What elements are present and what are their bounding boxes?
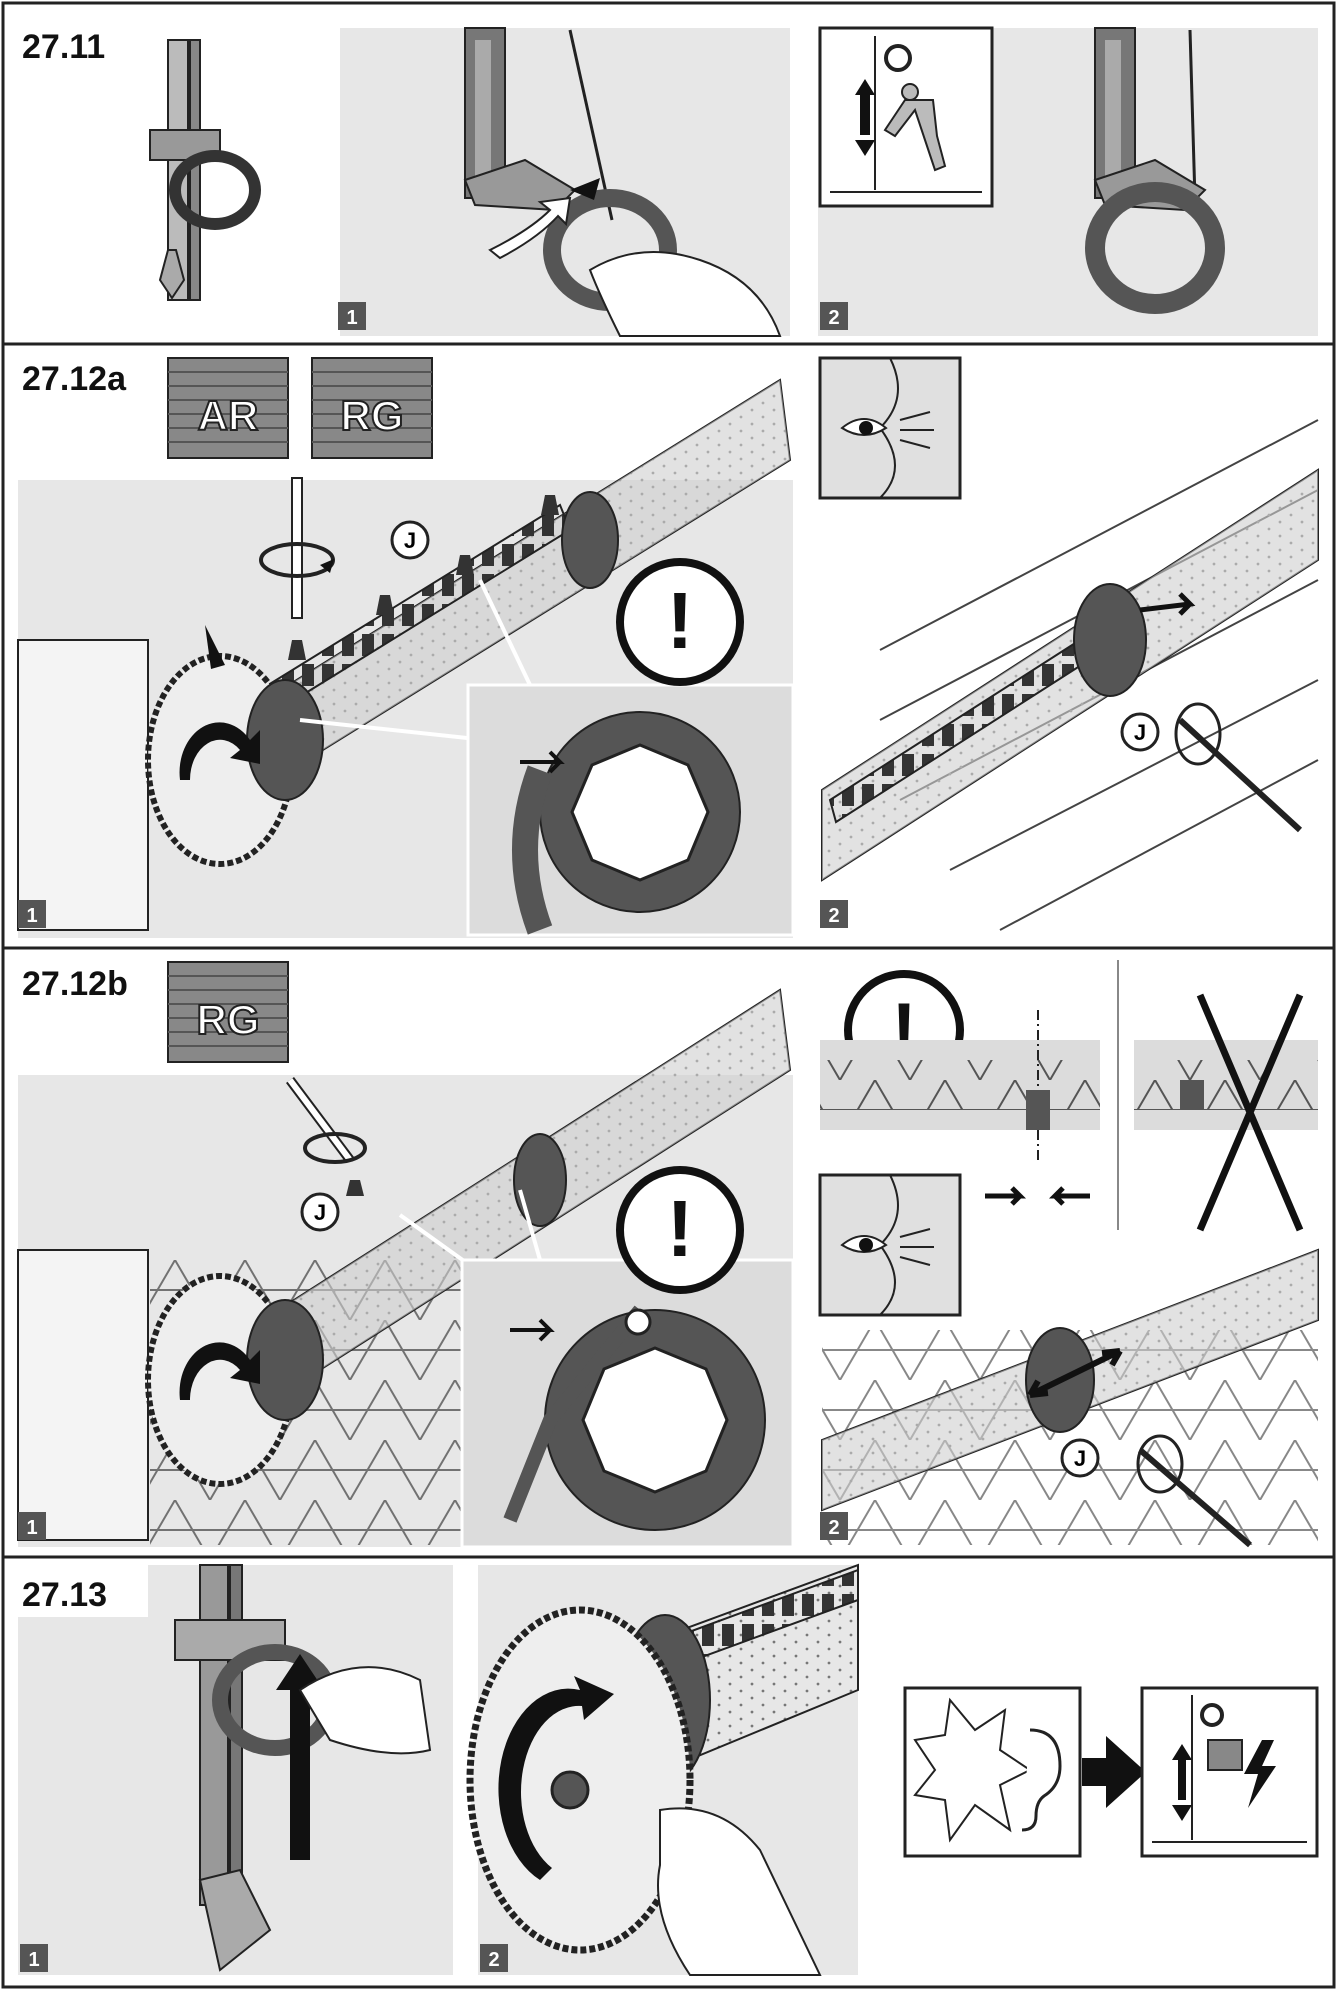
svg-text:2: 2 — [828, 1517, 839, 1539]
step-badge — [18, 900, 46, 928]
lightning-icon — [1244, 1740, 1276, 1808]
spring-clamp — [561, 491, 619, 589]
svg-text:J: J — [314, 1200, 326, 1225]
arrow-icon — [1027, 1348, 1123, 1398]
chain-lock-release — [174, 1564, 432, 1972]
person-icon — [883, 99, 947, 172]
rotate-arrow-icon — [498, 1676, 614, 1880]
spring-clamp — [1073, 583, 1147, 697]
section-27-12b: 27.12b RG J — [17, 955, 1319, 1549]
svg-text:RG: RG — [197, 996, 260, 1043]
arrow-icon — [520, 750, 565, 774]
spring-shaft-detail — [821, 468, 1319, 882]
door-type-rg: RG — [167, 961, 289, 1063]
svg-text:2: 2 — [828, 307, 839, 329]
right-arrow-icon — [1082, 1736, 1146, 1808]
section-label: 27.12a — [22, 360, 127, 398]
detail-inset — [299, 579, 795, 937]
up-down-arrow-icon — [1172, 1744, 1192, 1821]
chain-lock-step-2 — [1085, 27, 1225, 314]
hand-icon — [298, 1666, 432, 1755]
step-badge — [20, 1944, 48, 1972]
step-badge — [18, 1512, 46, 1540]
arrow-icon — [205, 625, 225, 669]
step-badge — [820, 1512, 848, 1540]
svg-text:1: 1 — [26, 1517, 37, 1539]
step-badge — [338, 302, 366, 330]
truss-wrong — [1134, 993, 1318, 1232]
up-down-arrow-icon — [855, 79, 875, 156]
screwdriver — [259, 477, 559, 660]
door-type-ar: AR — [167, 357, 289, 459]
screwdriver — [286, 1077, 367, 1196]
hand-icon — [588, 251, 782, 337]
step-badge — [480, 1944, 508, 1972]
svg-text:J: J — [1074, 1446, 1086, 1471]
ear-icon — [1021, 1728, 1062, 1832]
attention-symbol: ! — [616, 1166, 744, 1294]
screw-mark — [1120, 712, 1160, 752]
svg-text:J: J — [1134, 720, 1146, 745]
svg-text:!: ! — [667, 576, 694, 665]
section-label: 27.11 — [22, 28, 105, 66]
screw-mark — [390, 520, 430, 560]
door-type-rg: RG — [311, 357, 433, 459]
eye-symbol — [818, 356, 962, 500]
rotate-arrow-icon — [179, 1342, 260, 1400]
eye-symbol — [818, 1173, 962, 1317]
chain-lock-overview — [149, 39, 261, 301]
screw-mark — [300, 1192, 340, 1232]
noise-symbol — [903, 1686, 1082, 1858]
section-27-12a: 27.12a AR RG — [17, 350, 1319, 938]
section-label: 27.12b — [22, 965, 128, 1003]
cross-icon — [1196, 993, 1304, 1232]
chain-wheel-turn — [466, 1563, 859, 1976]
svg-text:2: 2 — [488, 1949, 499, 1971]
electric-symbol — [1140, 1686, 1319, 1858]
step-badge — [820, 900, 848, 928]
svg-text:1: 1 — [26, 905, 37, 927]
detail-inset — [398, 1189, 795, 1549]
up-arrow-icon — [276, 1654, 324, 1860]
arrow-icon — [1139, 592, 1196, 616]
attention-symbol: ! — [616, 558, 744, 686]
screw-mark — [1060, 1438, 1100, 1478]
rotate-arrow-icon — [179, 722, 260, 780]
svg-text:1: 1 — [28, 1949, 39, 1971]
spring-clamp — [513, 1133, 567, 1227]
section-label: 27.13 — [22, 1576, 107, 1614]
svg-text:J: J — [404, 528, 416, 553]
svg-text:AR: AR — [198, 392, 259, 439]
svg-text:RG: RG — [341, 392, 404, 439]
arrow-icon — [985, 1186, 1090, 1206]
chain-wheel — [17, 625, 324, 931]
arrow-icon — [570, 178, 600, 200]
rotate-arrow-icon — [488, 196, 572, 260]
step-badge — [820, 302, 848, 330]
operator-symbol-box — [818, 26, 994, 208]
spring-shaft — [198, 988, 792, 1442]
chain-lock-step-1 — [463, 27, 782, 337]
svg-text:!: ! — [667, 1184, 694, 1273]
arrow-icon — [510, 1318, 555, 1342]
section-27-11: 27.11 1 — [22, 26, 1318, 337]
chain-wheel — [17, 1249, 324, 1541]
spring-shaft — [198, 378, 792, 822]
svg-text:2: 2 — [828, 905, 839, 927]
hand-icon — [657, 1807, 822, 1976]
section-27-13: 27.13 1 2 — [18, 1563, 1319, 1976]
svg-text:1: 1 — [346, 307, 357, 329]
truss-correct — [820, 1010, 1100, 1206]
spring-shaft-detail — [821, 1248, 1319, 1548]
